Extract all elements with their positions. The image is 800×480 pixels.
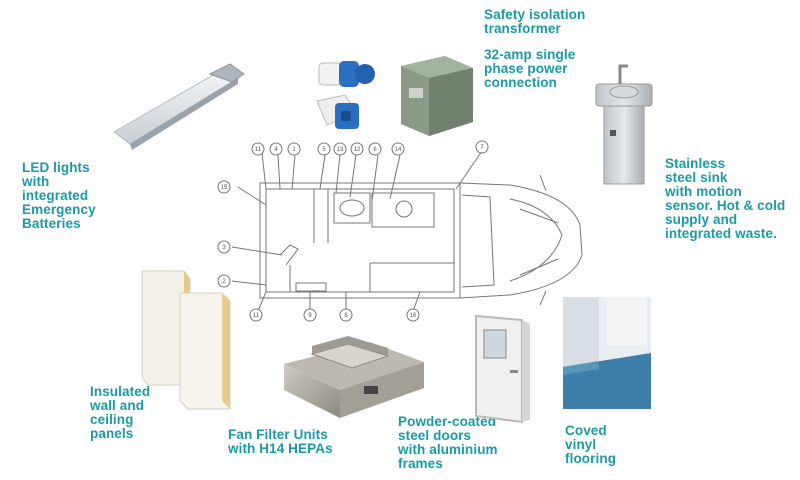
callout-1: 1 [292,147,296,153]
label-power-connection: 32-amp single phase power connection [484,47,576,90]
callout-11-top: 11 [255,147,262,153]
label-led-lights: LED lights with integrated Emergency Bat… [22,160,96,231]
label-sink: Stainless steel sink with motion sensor.… [665,156,786,241]
power-plug-image [316,61,375,129]
callout-12: 12 [354,147,361,153]
label-fan-filter-units: Fan Filter Units with H14 HEPAs [228,427,333,456]
vinyl-flooring-image [563,297,651,409]
label-panels: Insulated wall and ceiling panels [90,384,151,441]
callout-13: 13 [337,147,344,153]
callout-4: 4 [274,147,278,153]
transformer-image [401,56,473,136]
callout-16: 16 [410,313,417,319]
callout-9: 9 [308,313,312,319]
callout-11-bottom: 11 [253,313,260,319]
callout-14: 14 [395,147,402,153]
van-floor-plan: 11 4 1 5 13 12 6 14 7 15 3 2 11 9 8 16 [217,140,583,322]
fan-filter-unit-image [284,336,424,418]
callout-2: 2 [222,279,226,285]
insulated-panels-image [141,270,231,410]
led-light-image [113,63,245,150]
sink-image [595,64,653,185]
callout-7: 7 [480,145,484,151]
callout-3: 3 [222,245,226,251]
van-body-outline [259,182,461,299]
label-transformer: Safety isolation transformer [484,7,586,36]
callout-5: 5 [322,147,326,153]
callout-6: 6 [373,147,377,153]
van-cab-outline [459,182,583,299]
callout-15: 15 [221,185,228,191]
label-flooring: Coved vinyl flooring [565,423,617,466]
label-doors: Powder-coated steel doors with aluminium… [398,414,498,471]
door-image [475,314,530,424]
callout-8: 8 [344,313,348,319]
